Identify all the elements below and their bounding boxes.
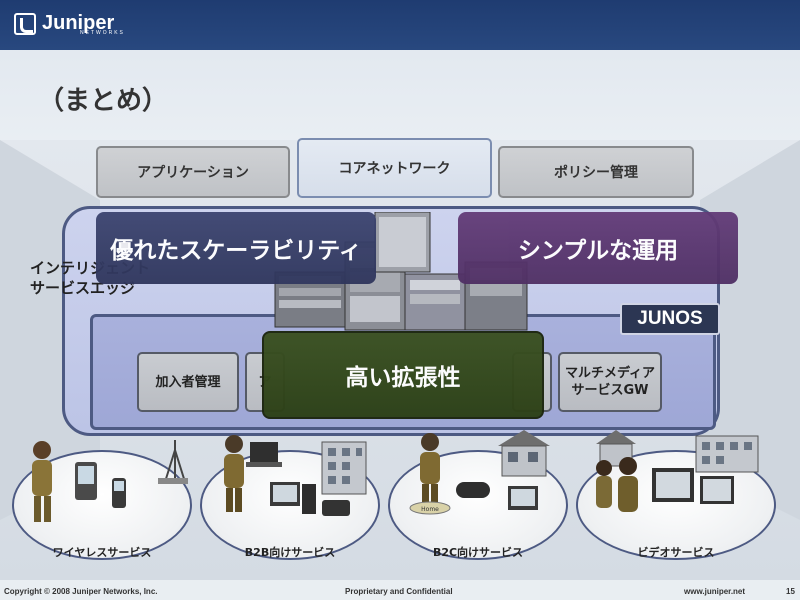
copyright-text: Copyright © 2008 Juniper Networks, Inc. bbox=[4, 587, 158, 596]
office-building-icon bbox=[321, 441, 367, 495]
home-label: Home bbox=[421, 506, 439, 513]
home-base-icon bbox=[409, 501, 451, 515]
person-icon bbox=[224, 435, 244, 512]
juniper-logo: Juniper NETWORKS bbox=[14, 8, 125, 40]
callout-simple-operation: シンプルな運用 bbox=[458, 212, 738, 284]
b2b-service-label: B2B向けサービス bbox=[244, 546, 336, 559]
house-icon bbox=[596, 430, 636, 467]
logo-text: Juniper bbox=[42, 11, 115, 34]
laptop-icon bbox=[246, 442, 282, 467]
b2c-service-label: B2C向けサービス bbox=[432, 546, 524, 559]
logo-subtext: NETWORKS bbox=[80, 29, 125, 36]
callout-extensibility: 高い拡張性 bbox=[262, 331, 544, 419]
module-multimedia-gateway: マルチメディア サービスGW bbox=[558, 352, 662, 412]
game-controller-icon bbox=[456, 482, 490, 498]
wireless-illustration bbox=[32, 440, 188, 522]
website-url: www.juniper.net bbox=[684, 587, 746, 596]
module-subscriber-management: 加入者管理 bbox=[137, 352, 239, 412]
b2b-illustration bbox=[224, 435, 367, 516]
confidential-text: Proprietary and Confidential bbox=[345, 587, 453, 596]
b2c-illustration: Home bbox=[409, 430, 550, 515]
antenna-tower-icon bbox=[158, 440, 188, 484]
footer: Copyright © 2008 Juniper Networks, Inc. … bbox=[0, 581, 800, 600]
tab-core-network: コアネットワーク bbox=[297, 138, 492, 198]
tab-policy-management: ポリシー管理 bbox=[498, 146, 694, 198]
house-icon bbox=[498, 430, 550, 477]
callout-scalability: 優れたスケーラビリティ bbox=[96, 212, 376, 284]
office-building-icon bbox=[695, 435, 759, 473]
mobile-phone-icon bbox=[112, 478, 126, 508]
pda-icon bbox=[75, 462, 97, 500]
couple-icon bbox=[596, 457, 638, 512]
pc-monitor-icon bbox=[508, 486, 538, 510]
ip-phone-icon bbox=[322, 500, 350, 516]
desktop-computer-icon bbox=[270, 482, 316, 514]
header-bar: Juniper NETWORKS bbox=[0, 0, 800, 50]
wireless-service-label: ワイヤレスサービス bbox=[52, 546, 152, 559]
tab-application: アプリケーション bbox=[96, 146, 290, 198]
video-illustration bbox=[596, 430, 759, 512]
video-service-label: ビデオサービス bbox=[637, 546, 715, 559]
person-icon bbox=[32, 441, 52, 522]
junos-badge: JUNOS bbox=[620, 303, 720, 335]
page-number: 15 bbox=[786, 587, 795, 596]
person-icon bbox=[420, 433, 440, 502]
juniper-logo-icon bbox=[14, 13, 36, 35]
slide-title: （まとめ） bbox=[38, 86, 169, 116]
video-monitor-icon bbox=[652, 468, 734, 504]
